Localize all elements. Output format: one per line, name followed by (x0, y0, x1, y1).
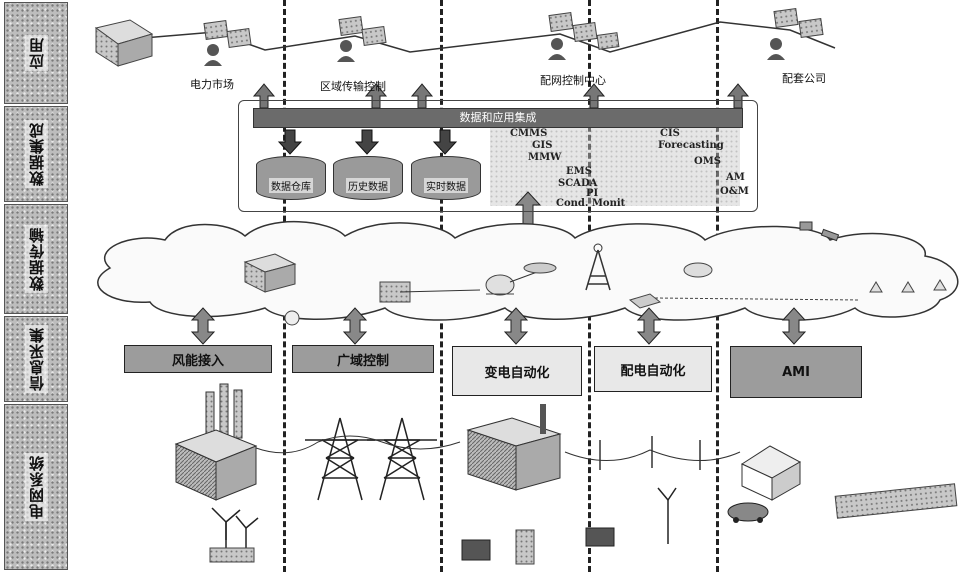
system-ems: EMS (566, 166, 592, 177)
system-am: AM (726, 172, 745, 183)
app-label-power-market: 电力市场 (190, 76, 234, 92)
database-data-warehouse: 数据仓库 (256, 156, 326, 200)
collect-ami: AMI (730, 346, 862, 398)
power-plant-icon (176, 384, 256, 500)
transmission-tower-icon (367, 418, 437, 500)
house-icon (742, 446, 800, 500)
system-cmms: CMMS (510, 128, 547, 139)
workstation-icon (204, 21, 251, 66)
system-gis: GIS (532, 140, 552, 151)
workstation-icon (767, 9, 823, 60)
app-label-regional-transmission: 区域传输控制 (320, 78, 386, 94)
market-building-icon (96, 20, 152, 66)
transmission-tower-icon (305, 418, 375, 500)
system-cond-monit: Cond. Monit (556, 198, 625, 209)
collect-wind-access: 风能接入 (124, 345, 272, 373)
collect-wide-area-control: 广域控制 (292, 345, 434, 373)
system-cis: CIS (660, 128, 680, 139)
system-mmw: MMW (528, 152, 561, 163)
workstation-icon (337, 17, 386, 62)
substation-icon (468, 404, 560, 490)
data-application-integration-bar: 数据和应用集成 (253, 108, 743, 128)
system-om: O&M (720, 186, 749, 197)
collect-distribution-automation: 配电自动化 (594, 346, 712, 392)
workstation-icon (548, 13, 619, 60)
database-label: 实时数据 (424, 178, 468, 193)
system-forecasting: Forecasting (658, 140, 724, 151)
small-turbine-icon (658, 488, 676, 544)
app-label-distribution-center: 配网控制中心 (540, 72, 606, 88)
database-label: 数据仓库 (269, 178, 313, 193)
satellite-dish-icon (486, 275, 514, 295)
database-realtime: 实时数据 (411, 156, 481, 200)
electric-car-icon (728, 503, 768, 523)
database-label: 历史数据 (346, 178, 390, 193)
database-historical: 历史数据 (333, 156, 403, 200)
collect-substation-automation: 变电自动化 (452, 346, 582, 396)
system-oms: OMS (694, 156, 721, 167)
network-device-icon (245, 254, 295, 292)
app-label-supporting-company: 配套公司 (782, 70, 826, 86)
